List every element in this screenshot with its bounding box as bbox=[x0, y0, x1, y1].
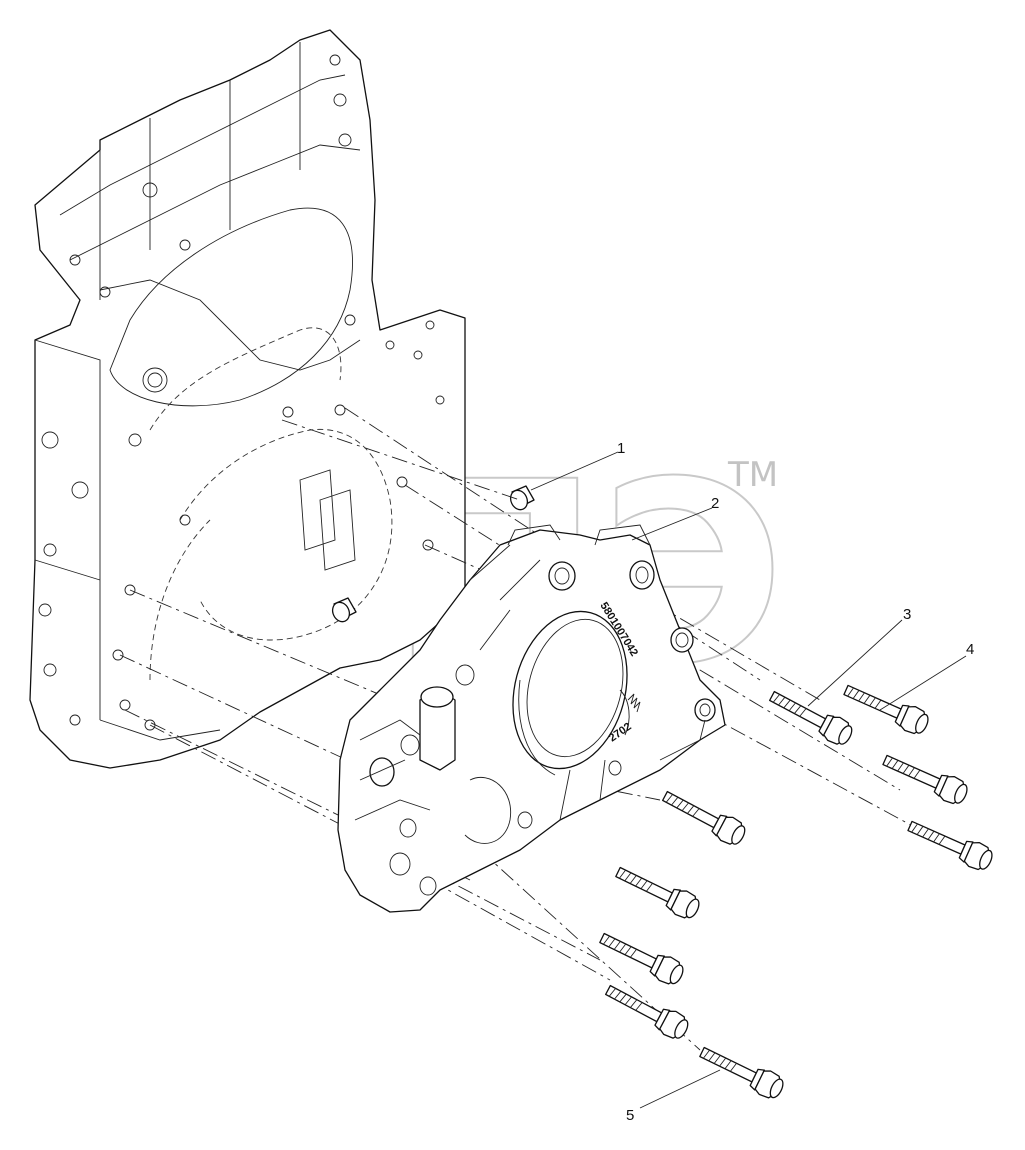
dowel-pin-2 bbox=[331, 597, 357, 623]
front-cover-housing bbox=[337, 524, 726, 913]
leader-2 bbox=[631, 507, 713, 541]
callouts: 1 2 3 4 5 bbox=[530, 440, 974, 1124]
bolt-4 bbox=[840, 677, 933, 739]
callout-1: 1 bbox=[617, 440, 625, 457]
dowel-pin-1 bbox=[509, 485, 535, 511]
leader-4 bbox=[879, 655, 967, 711]
bolt-row4a bbox=[595, 925, 688, 989]
engine-front-plate bbox=[29, 29, 466, 769]
bolt-row2a bbox=[879, 747, 972, 809]
leader-3 bbox=[807, 619, 903, 707]
bolt-row3a bbox=[658, 783, 750, 850]
bolt-row4b bbox=[601, 977, 693, 1044]
bolt-row3b bbox=[611, 859, 704, 923]
leader-5 bbox=[639, 1069, 721, 1109]
callout-2: 2 bbox=[711, 495, 719, 512]
leader-1 bbox=[530, 451, 619, 491]
callout-5: 5 bbox=[626, 1107, 634, 1124]
bolt-5 bbox=[695, 1039, 788, 1103]
callout-3: 3 bbox=[903, 606, 911, 623]
watermark-trademark: TM bbox=[727, 455, 778, 495]
callout-4: 4 bbox=[966, 641, 974, 658]
bolt-row2b bbox=[904, 813, 997, 875]
